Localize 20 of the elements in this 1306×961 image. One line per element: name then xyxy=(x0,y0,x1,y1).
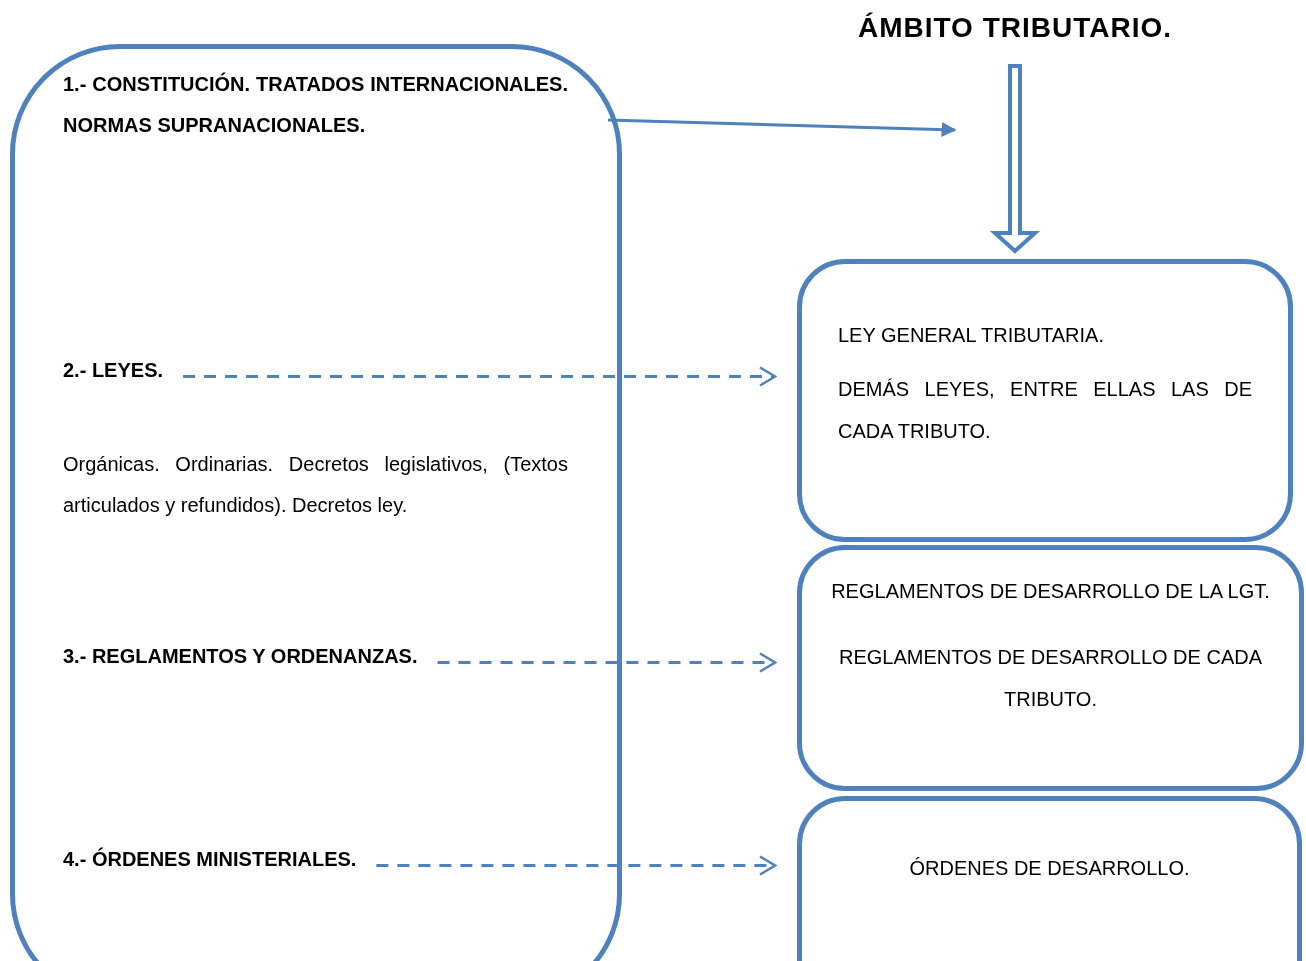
item-heading: 4.- ÓRDENES MINISTERIALES. xyxy=(63,839,357,880)
rounded-box xyxy=(797,545,1304,791)
heading-text: ÁMBITO TRIBUTARIO. xyxy=(800,8,1230,48)
group-box xyxy=(10,44,622,961)
arrow xyxy=(607,118,957,138)
box-text: ÓRDENES DE DESARROLLO. xyxy=(908,856,1191,881)
dashed-arrow xyxy=(376,855,777,876)
box-text: REGLAMENTOS DE DESARROLLO DE LA LGT. xyxy=(830,579,1271,604)
note-text: Orgánicas. Ordinarias. Decretos legislativos, (Textos articulados y refundidos). Decretos ley. xyxy=(63,452,568,518)
dashed-arrow xyxy=(183,366,777,387)
rounded-box xyxy=(797,259,1293,542)
item-heading: 1.- CONSTITUCIÓN. TRATADOS INTERNACIONALES. NORMAS SUPRANACIONALES. xyxy=(63,64,568,146)
box-text: LEY GENERAL TRIBUTARIA. xyxy=(838,323,1105,348)
item-heading: 2.- LEYES. xyxy=(63,350,164,391)
hollow-arrow xyxy=(989,64,1041,254)
dashed-arrow xyxy=(437,652,777,673)
box-text: DEMÁS LEYES, ENTRE ELLAS LAS DE CADA TRIBUTO. xyxy=(838,377,1252,444)
rounded-box xyxy=(797,796,1302,961)
box-text: REGLAMENTOS DE DESARROLLO DE CADA TRIBUTO. xyxy=(837,645,1264,712)
item-heading: 3.- REGLAMENTOS Y ORDENANZAS. xyxy=(63,636,418,677)
